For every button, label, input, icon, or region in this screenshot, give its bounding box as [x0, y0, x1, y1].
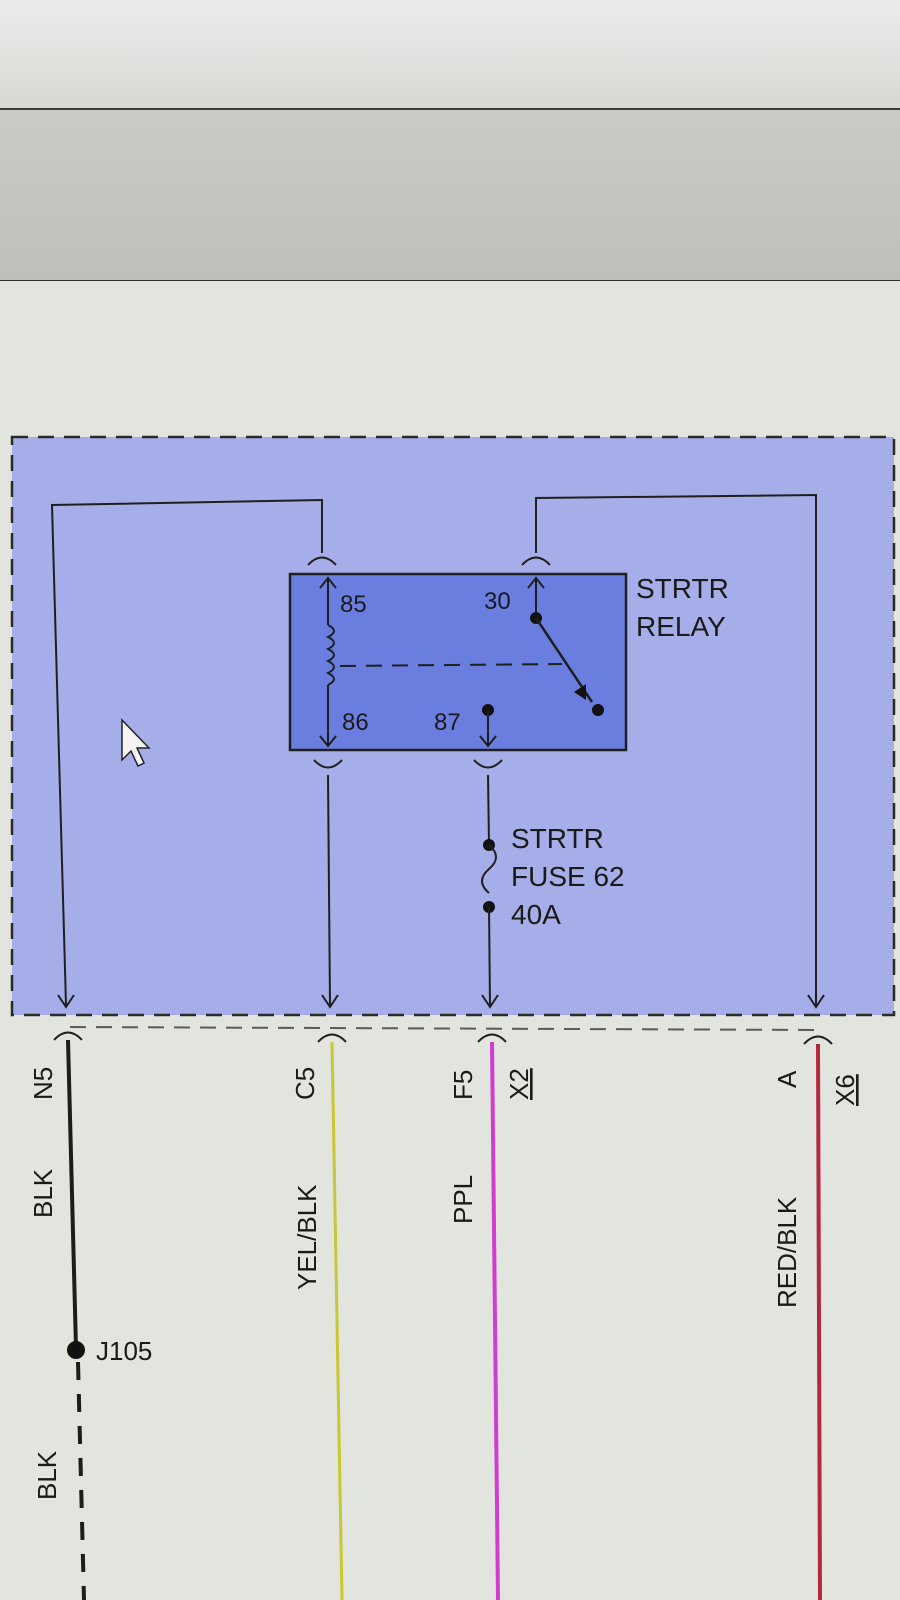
mouse-cursor-icon: [121, 718, 151, 768]
monitor-top-bezel: [0, 0, 900, 110]
wire-blk-label: BLK: [28, 1168, 58, 1218]
fuse-label-line3: 40A: [511, 899, 561, 930]
pin-f5-label: F5: [448, 1070, 478, 1100]
ground-loop-wire: [50, 498, 323, 1006]
pin-86-label: 86: [342, 709, 369, 736]
wire-yel-blk-label: YEL/BLK: [292, 1184, 322, 1290]
wire-blk[interactable]: [66, 1039, 78, 1349]
pin-87-label: 87: [434, 709, 461, 736]
splice-j105-icon[interactable]: [67, 1341, 85, 1359]
application-header-bar: [0, 108, 900, 283]
relay-title-line2: RELAY: [636, 611, 726, 642]
pin-30-label: 30: [484, 588, 511, 615]
pin-n5-label: N5: [28, 1067, 58, 1100]
fuse-label-line1: STRTR: [511, 823, 604, 854]
wire-ppl-label: PPL: [448, 1175, 478, 1224]
pin-30-connector: [521, 556, 551, 566]
connector-x2-label: X2: [504, 1068, 534, 1100]
fuse-icon: [481, 844, 497, 894]
wire-blk-continuation-label: BLK: [32, 1450, 62, 1500]
wire-blk-continuation: [76, 1361, 86, 1600]
pin-c5-label: C5: [290, 1067, 320, 1100]
starter-relay-box[interactable]: [288, 572, 628, 752]
pin-a-label: A: [772, 1070, 802, 1088]
fuse-label-line2: FUSE 62: [511, 861, 625, 892]
connector-x6-label: X6: [830, 1074, 860, 1106]
battery-feed-wire: [535, 493, 817, 1005]
pin-85-label: 85: [340, 591, 367, 618]
relay-coil-icon: [325, 624, 335, 686]
wire-yel-blk[interactable]: [330, 1041, 344, 1600]
pin-85-connector: [307, 556, 337, 566]
wire-red-blk-label: RED/BLK: [772, 1196, 802, 1308]
wire-red-blk[interactable]: [816, 1043, 822, 1600]
splice-j105-label: J105: [96, 1336, 152, 1366]
relay-title-line1: STRTR: [636, 573, 729, 604]
wire-ppl[interactable]: [490, 1041, 500, 1600]
